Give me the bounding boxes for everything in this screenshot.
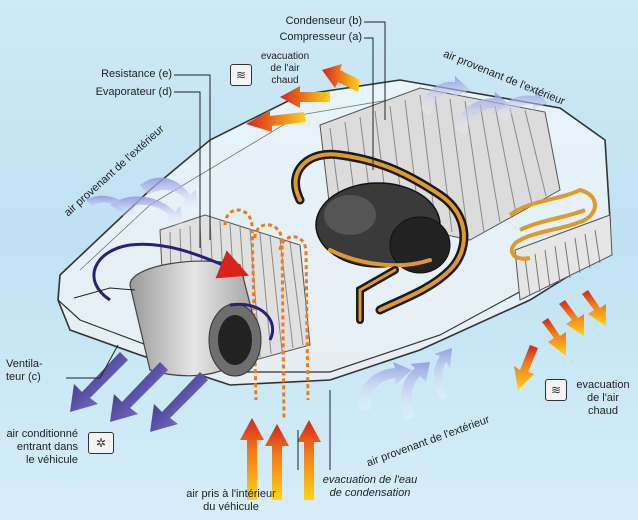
heat-waves-icon-right: ≋ <box>545 379 567 401</box>
fan-airflow-icon: ✲ <box>88 432 114 454</box>
cold-air-arrows <box>70 352 208 432</box>
copper-coil <box>508 187 597 261</box>
label-evaporateur: Evaporateur (d) <box>95 86 172 98</box>
heat-waves-icon: ≋ <box>230 64 252 86</box>
compressor <box>315 182 451 274</box>
intake-arrows <box>240 418 321 500</box>
internal-airflow <box>92 242 275 341</box>
label-ventilateur: Ventila-teur (c) <box>6 358 43 383</box>
label-resistance: Resistance (e) <box>101 68 172 80</box>
side-grille <box>514 214 613 301</box>
label-condenseur: Condenseur (b) <box>285 15 362 27</box>
label-compresseur: Compresseur (a) <box>279 31 362 43</box>
fan-blower <box>129 260 262 377</box>
heating-resistance <box>223 208 310 421</box>
leader-lines <box>66 21 386 470</box>
hot-exhaust-right <box>514 290 606 390</box>
refrigerant-piping <box>291 149 469 324</box>
ambient-air-arrows <box>86 76 548 420</box>
hot-exhaust-top <box>246 64 360 132</box>
